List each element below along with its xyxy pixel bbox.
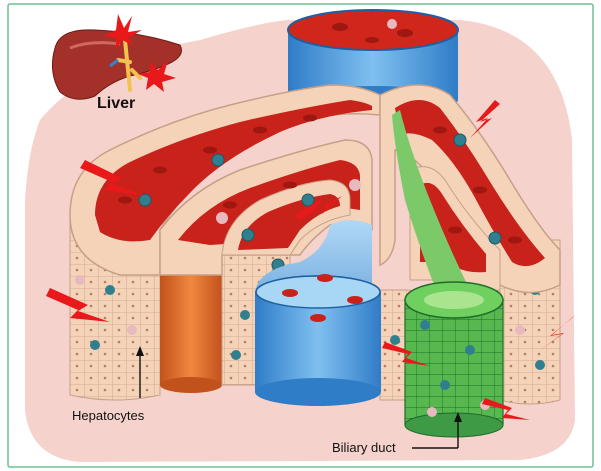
damage-lightning-icon bbox=[482, 398, 530, 420]
damage-lightning-icon bbox=[104, 14, 142, 50]
sinusoid-network bbox=[69, 84, 561, 300]
damage-lightning-icon bbox=[470, 100, 500, 138]
liver-label: Liver bbox=[97, 95, 136, 112]
damage-lightning-icon bbox=[382, 342, 430, 366]
portal-vein bbox=[255, 220, 381, 406]
biliary-duct bbox=[404, 281, 504, 438]
damage-markers bbox=[46, 100, 575, 420]
damage-lightning-icon bbox=[46, 288, 110, 322]
hepatic-artery bbox=[160, 275, 222, 393]
hepatocytes-label: Hepatocytes bbox=[72, 408, 145, 423]
damage-lightning-icon bbox=[80, 160, 146, 196]
damage-lightning-icon bbox=[295, 196, 342, 220]
biliary-duct-label: Biliary duct bbox=[332, 440, 396, 455]
label-pointers bbox=[136, 346, 462, 449]
damage-lightning-icon bbox=[138, 60, 176, 92]
liver-organ-icon bbox=[51, 14, 182, 100]
